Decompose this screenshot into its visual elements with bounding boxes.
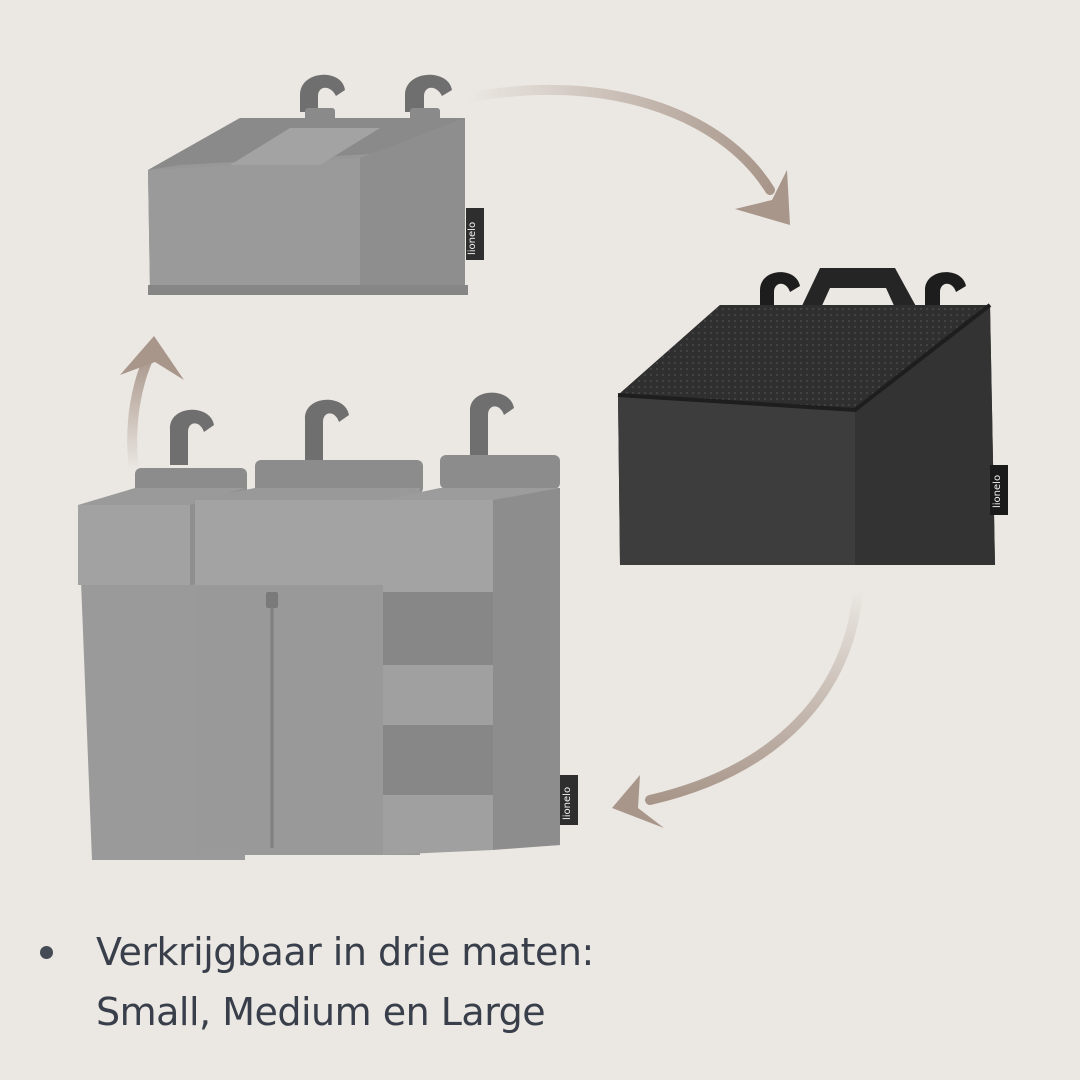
medium-organizer: lionelo: [617, 268, 1008, 565]
caption-line-1: Verkrijgbaar in drie maten:: [96, 930, 594, 974]
cycle-arrow-icon: [120, 336, 184, 475]
brand-tag: lionelo: [562, 787, 573, 820]
large-organizer: lionelo: [78, 392, 578, 860]
brand-tag: lionelo: [992, 475, 1003, 508]
brand-tag: lionelo: [467, 222, 478, 255]
caption-line-2: Small, Medium en Large: [96, 990, 546, 1034]
bullet-icon: [40, 946, 53, 959]
cycle-arrow-icon: [612, 585, 863, 828]
caption: Verkrijgbaar in drie maten: Small, Mediu…: [40, 922, 1040, 1042]
small-organizer: lionelo: [148, 74, 484, 295]
cycle-arrow-icon: [463, 84, 790, 225]
